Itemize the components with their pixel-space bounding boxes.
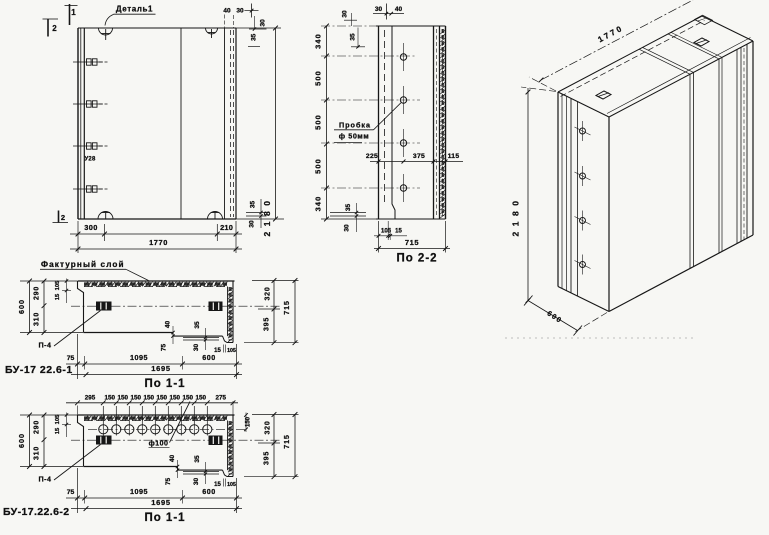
- svg-text:15: 15: [214, 482, 221, 488]
- svg-text:1695: 1695: [151, 364, 171, 373]
- svg-text:1: 1: [71, 8, 76, 17]
- svg-text:Фактурный слой: Фактурный слой: [41, 260, 125, 269]
- svg-text:ф 50мм: ф 50мм: [339, 132, 370, 141]
- svg-text:1695: 1695: [151, 498, 171, 507]
- svg-text:310: 310: [34, 312, 41, 326]
- svg-text:15: 15: [214, 348, 221, 354]
- svg-text:75: 75: [67, 489, 75, 496]
- svg-text:30: 30: [236, 7, 244, 14]
- svg-text:40: 40: [223, 7, 231, 14]
- svg-text:БУ-17.22.6-2: БУ-17.22.6-2: [3, 506, 69, 518]
- svg-text:150: 150: [196, 394, 207, 401]
- svg-text:290: 290: [34, 420, 41, 434]
- svg-text:150: 150: [246, 416, 252, 427]
- svg-text:150: 150: [105, 394, 116, 401]
- svg-text:П-4: П-4: [38, 475, 51, 484]
- svg-text:105: 105: [227, 482, 236, 488]
- svg-text:75: 75: [161, 344, 168, 352]
- svg-text:150: 150: [157, 394, 168, 401]
- svg-text:П-4: П-4: [38, 341, 51, 350]
- svg-text:40: 40: [169, 455, 176, 463]
- svg-text:600: 600: [202, 353, 216, 362]
- svg-text:35: 35: [250, 201, 257, 209]
- svg-text:105: 105: [227, 348, 236, 354]
- svg-text:2180: 2180: [511, 196, 521, 237]
- svg-text:150: 150: [131, 394, 142, 401]
- svg-text:210: 210: [220, 223, 233, 232]
- svg-text:600: 600: [202, 487, 216, 496]
- svg-text:500: 500: [314, 70, 323, 86]
- svg-text:35: 35: [194, 321, 201, 329]
- svg-text:340: 340: [314, 196, 323, 212]
- svg-text:225: 225: [366, 153, 378, 160]
- svg-text:275: 275: [216, 394, 227, 401]
- svg-text:75: 75: [67, 355, 75, 362]
- svg-text:35: 35: [345, 204, 352, 212]
- svg-text:По 2-2: По 2-2: [396, 253, 437, 265]
- svg-text:715: 715: [405, 238, 419, 247]
- svg-text:75: 75: [165, 478, 172, 486]
- svg-text:Пробка: Пробка: [339, 120, 371, 129]
- svg-text:30: 30: [375, 6, 383, 13]
- svg-text:150: 150: [170, 394, 181, 401]
- svg-text:30: 30: [259, 19, 266, 27]
- svg-text:320: 320: [265, 420, 272, 434]
- svg-text:320: 320: [265, 286, 272, 300]
- svg-text:375: 375: [413, 153, 425, 160]
- svg-text:БУ-17 22.6-1: БУ-17 22.6-1: [5, 364, 73, 376]
- svg-text:По 1-1: По 1-1: [144, 378, 185, 390]
- svg-text:600: 600: [17, 299, 26, 314]
- svg-text:715: 715: [282, 300, 291, 314]
- svg-text:105: 105: [55, 280, 61, 290]
- svg-text:15: 15: [55, 293, 61, 300]
- svg-text:15: 15: [395, 229, 402, 235]
- svg-text:30: 30: [249, 220, 256, 228]
- svg-text:395: 395: [264, 451, 271, 465]
- svg-text:40: 40: [395, 6, 403, 13]
- svg-text:2180: 2180: [262, 196, 272, 237]
- svg-text:395: 395: [264, 317, 271, 331]
- svg-text:15: 15: [55, 427, 61, 434]
- svg-text:150: 150: [118, 394, 129, 401]
- svg-text:35: 35: [350, 33, 357, 41]
- svg-text:40: 40: [165, 321, 172, 329]
- svg-text:По 1-1: По 1-1: [144, 512, 185, 524]
- svg-text:295: 295: [85, 394, 96, 401]
- svg-text:30: 30: [193, 478, 200, 486]
- svg-text:105: 105: [55, 414, 61, 424]
- svg-text:500: 500: [314, 114, 323, 130]
- svg-text:150: 150: [183, 394, 194, 401]
- svg-text:115: 115: [448, 153, 460, 160]
- svg-text:У28: У28: [84, 157, 95, 163]
- svg-text:105: 105: [381, 229, 392, 235]
- svg-text:2: 2: [52, 24, 57, 33]
- svg-text:Деталь1: Деталь1: [116, 5, 153, 14]
- svg-text:1770: 1770: [149, 238, 168, 247]
- svg-text:35: 35: [251, 33, 258, 41]
- svg-text:1095: 1095: [130, 487, 148, 496]
- svg-text:150: 150: [144, 394, 155, 401]
- svg-text:ф100: ф100: [149, 440, 169, 447]
- svg-text:30: 30: [342, 10, 349, 18]
- svg-text:500: 500: [314, 158, 323, 174]
- svg-text:340: 340: [314, 33, 323, 49]
- svg-text:310: 310: [34, 446, 41, 460]
- svg-text:300: 300: [84, 223, 98, 232]
- svg-text:35: 35: [194, 455, 201, 463]
- svg-text:600: 600: [17, 433, 26, 448]
- svg-text:715: 715: [282, 434, 291, 448]
- svg-text:30: 30: [344, 224, 351, 232]
- svg-text:1095: 1095: [130, 353, 148, 362]
- svg-text:30: 30: [193, 344, 200, 352]
- svg-text:290: 290: [34, 286, 41, 300]
- svg-text:2: 2: [61, 213, 65, 222]
